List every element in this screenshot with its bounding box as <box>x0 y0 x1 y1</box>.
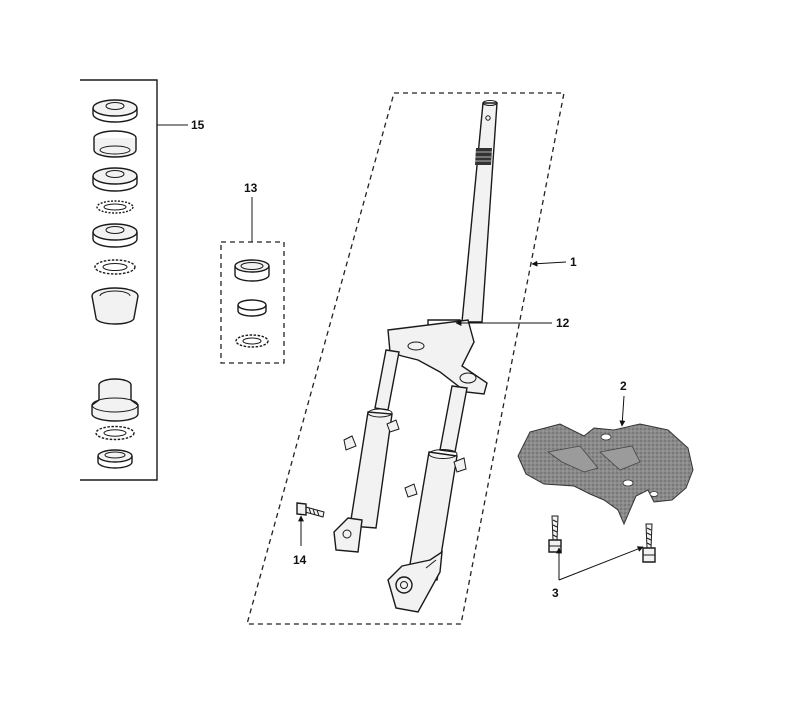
top-lock-nut <box>92 99 138 123</box>
callout-2: 2 <box>620 379 627 393</box>
front-fork-assembly <box>333 100 498 613</box>
top-bearing-cup <box>91 287 139 325</box>
bottom-bearing-cup <box>91 378 139 422</box>
kit-cup <box>234 259 270 282</box>
left-fork-tube <box>374 349 400 411</box>
adjusting-nut <box>92 167 138 192</box>
callout-15: 15 <box>191 118 205 132</box>
fork-mud-guard <box>517 423 694 526</box>
mud-guard-bolt-left <box>548 515 562 553</box>
leader-line-1 <box>531 260 567 267</box>
callout-13: 13 <box>244 181 258 195</box>
mud-guard-body <box>517 423 694 526</box>
top-cone-race <box>92 223 138 248</box>
right-fork-tube <box>439 385 468 453</box>
kit-ball-bearing <box>235 334 269 348</box>
kit-washer <box>237 299 267 317</box>
left-fork-slider <box>349 411 393 529</box>
lock-washer <box>93 130 137 158</box>
fork-crown <box>387 319 488 395</box>
bottom-cone-race <box>97 449 133 469</box>
steering-head-bearing-set <box>80 79 188 481</box>
fork-group-outline <box>246 92 565 625</box>
ball-bearing-upper <box>94 259 136 275</box>
callout-3: 3 <box>552 586 559 600</box>
ball-race-upper <box>96 200 134 214</box>
group-bracket-15 <box>80 79 158 481</box>
ball-bearing-lower <box>95 425 135 441</box>
leader-line-3b <box>558 546 644 581</box>
callout-14: 14 <box>293 553 307 567</box>
steering-bearing-kit <box>220 197 285 364</box>
callout-1: 1 <box>570 255 577 269</box>
axle-bolt <box>296 502 325 518</box>
stem-thread <box>475 148 492 165</box>
right-fork-slider <box>407 451 458 581</box>
steering-stem <box>461 102 498 323</box>
leader-line-2 <box>619 395 626 427</box>
mud-guard-bolt-right <box>642 523 656 563</box>
callout-12: 12 <box>556 316 570 330</box>
